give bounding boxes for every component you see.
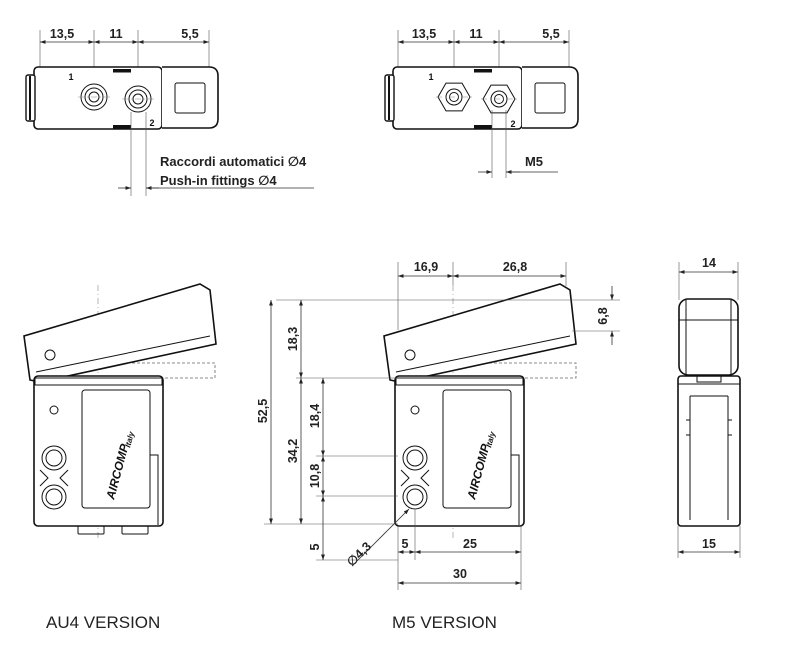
side-dim-15: 15: [702, 537, 716, 551]
m5-dim-10-8: 10,8: [308, 464, 322, 488]
caption-m5-version: M5 VERSION: [392, 613, 497, 632]
m5-dim-5-5: 5,5: [542, 27, 559, 41]
au4-port-2-label: 2: [149, 118, 154, 128]
side-lever-cap: [678, 298, 739, 376]
au4-port-1-fitting: [78, 83, 110, 111]
au4-dim-13-5: 13,5: [50, 27, 74, 41]
m5-port-2-label: 2: [510, 119, 515, 129]
m5-port-1-hex: [436, 82, 472, 112]
m5-dim-16-9: 16,9: [414, 260, 438, 274]
side-dim-14: 14: [702, 256, 716, 270]
au4-port-1-label: 1: [68, 72, 73, 82]
m5-logo-plate: [442, 389, 512, 509]
m5-port-1-label: 1: [428, 72, 433, 82]
m5-lever-top: [522, 66, 579, 129]
m5-small-hole: [410, 405, 420, 415]
au4-lever-side: [23, 283, 217, 383]
m5-thread-label: M5: [525, 154, 543, 169]
au4-dim-11: 11: [109, 27, 122, 41]
m5-dim-5-left: 5: [308, 543, 322, 550]
m5-mounting-hole-lower: [402, 484, 428, 510]
m5-dim-30: 30: [453, 567, 467, 581]
m5-dim-11: 11: [469, 27, 482, 41]
au4-front-view: AIRCOMP Italy: [23, 283, 217, 540]
au4-logo-sub: Italy: [123, 430, 136, 448]
side-view: 14 15: [677, 256, 741, 558]
m5-port-2-hex: [481, 84, 517, 114]
m5-dim-25: 25: [463, 537, 477, 551]
m5-lever-side: [383, 283, 577, 383]
au4-bottom-fitting-1: [77, 525, 105, 535]
m5-dim-18-4: 18,4: [308, 404, 322, 428]
m5-top-view: 13,5 11 5,5 1 2 M5: [384, 27, 579, 178]
au4-logo-plate: [81, 389, 151, 509]
m5-dim-18-3: 18,3: [286, 327, 300, 351]
m5-dim-26-8: 26,8: [503, 260, 527, 274]
au4-mounting-hole-upper: [41, 445, 67, 471]
au4-top-view: 13,5 11 5,5 1 2: [25, 27, 314, 196]
au4-port-2-fitting: [122, 85, 154, 113]
m5-dim-6-8: 6,8: [596, 307, 610, 324]
m5-dim-5-bottom: 5: [402, 537, 409, 551]
caption-au4-version: AU4 VERSION: [46, 613, 160, 632]
au4-fitting-note-italian: Raccordi automatici ∅4: [160, 154, 307, 169]
m5-hole-diameter: ∅4,3: [344, 539, 374, 569]
m5-front-view: AIRCOMP Italy 16,9 26,8 6,8 52,5 18,3: [256, 260, 620, 590]
au4-lever-top: [162, 66, 219, 129]
m5-valve-body-front: [394, 375, 525, 527]
au4-bottom-fitting-2: [121, 525, 149, 535]
au4-small-hole: [49, 405, 59, 415]
m5-mounting-hole-upper: [402, 445, 428, 471]
m5-dim-34-2: 34,2: [286, 439, 300, 463]
au4-dim-5-5: 5,5: [181, 27, 198, 41]
m5-valve-body-top: [392, 66, 523, 130]
au4-fitting-note-english: Push-in fittings ∅4: [160, 173, 277, 188]
au4-valve-body-front: [33, 375, 164, 527]
m5-logo-sub: Italy: [484, 430, 497, 448]
side-valve-body: [677, 375, 741, 527]
au4-mounting-hole-lower: [41, 484, 67, 510]
m5-dim-52-5: 52,5: [256, 399, 270, 423]
m5-dim-13-5: 13,5: [412, 27, 436, 41]
